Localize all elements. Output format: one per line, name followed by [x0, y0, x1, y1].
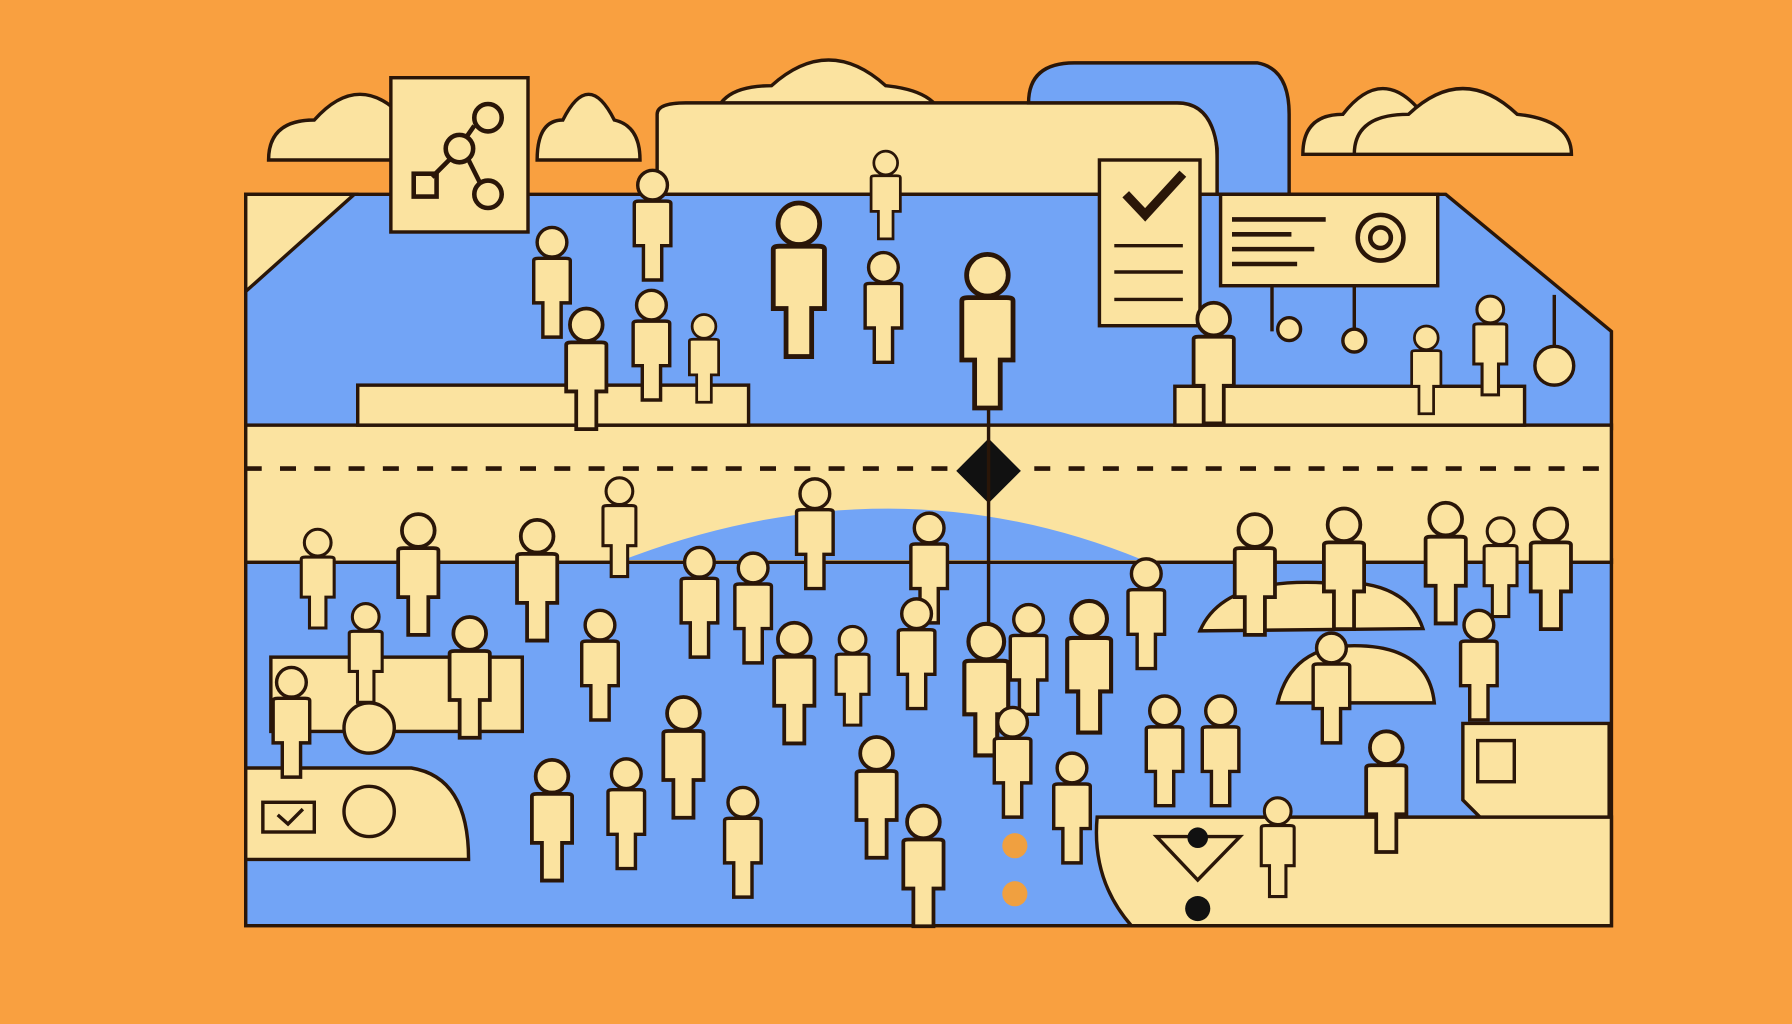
person-figure [854, 735, 899, 860]
person-figure [564, 306, 609, 432]
person-figure [1052, 751, 1092, 865]
orange-dot [1002, 833, 1028, 859]
person-figure [1311, 631, 1352, 745]
person-figure [1458, 608, 1499, 722]
person-figure [396, 512, 441, 637]
person-figure [631, 288, 672, 402]
blue-building [1026, 61, 1291, 196]
person-figure [863, 250, 904, 364]
person-figure [1232, 512, 1277, 637]
person-figure [661, 695, 706, 820]
person-figure [770, 200, 827, 359]
person-figure [1144, 694, 1185, 808]
person-figure [869, 149, 902, 241]
info-panel [1218, 192, 1576, 387]
person-figure [1410, 324, 1443, 416]
person-figure [1008, 602, 1049, 716]
blue-arc [622, 508, 1143, 560]
person-figure [447, 615, 492, 740]
person-figure [733, 551, 774, 665]
upper-left-cream-corner [244, 192, 359, 296]
person-figure [529, 757, 575, 883]
person-figure [896, 597, 937, 711]
orange-dot [1002, 881, 1028, 907]
person-figure [271, 665, 312, 779]
person-figure [606, 757, 647, 871]
person-figure [834, 624, 871, 727]
person-figure [515, 517, 560, 643]
left-desk [356, 383, 751, 427]
cloud [535, 92, 642, 162]
person-figure [992, 705, 1033, 819]
person-figure [299, 527, 336, 630]
person-figure [347, 601, 384, 704]
network-chart-panel [389, 76, 530, 234]
person-figure [722, 785, 763, 899]
person-figure [1482, 516, 1519, 619]
people [271, 149, 1573, 929]
person-figure [794, 477, 835, 591]
person-figure [532, 225, 572, 339]
clouds [266, 58, 1574, 196]
checklist-panel [1097, 158, 1202, 328]
person-figure [601, 476, 638, 579]
person-figure [687, 313, 721, 404]
right-desk [1173, 384, 1527, 427]
person-figure [580, 608, 620, 722]
person-figure [1200, 694, 1241, 808]
cloud [1352, 86, 1574, 156]
person-figure [901, 803, 946, 929]
person-figure [1259, 796, 1296, 899]
person-figure [1528, 506, 1573, 632]
person-figure [1423, 500, 1468, 626]
person-figure [1191, 300, 1236, 426]
person-figure [679, 545, 720, 659]
person-figure [1472, 294, 1509, 397]
person-figure [1364, 729, 1409, 854]
person-figure [632, 168, 673, 282]
person-figure [772, 620, 817, 746]
person-figure [1065, 598, 1114, 735]
person-figure [1126, 557, 1167, 671]
person-figure [959, 252, 1016, 411]
person-figure [1321, 506, 1367, 632]
lower-right-panel [1094, 580, 1614, 928]
